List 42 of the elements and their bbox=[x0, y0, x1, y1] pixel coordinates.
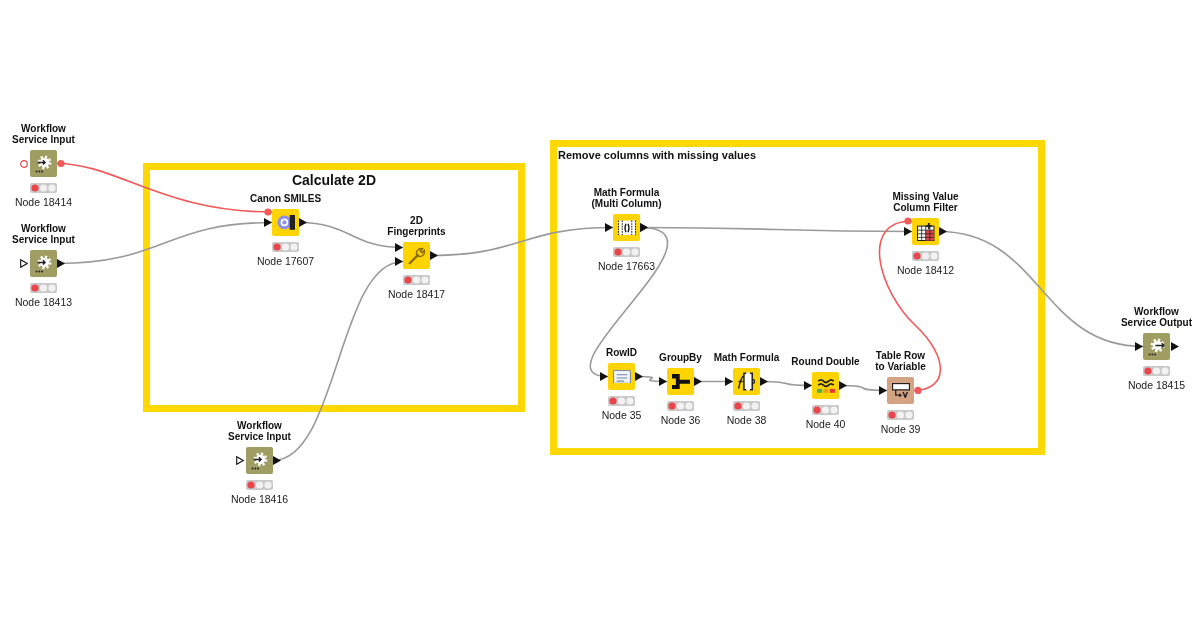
arrow bbox=[56, 218, 273, 268]
node-id-label: Node 18414 bbox=[14, 196, 73, 208]
annotation-frame bbox=[143, 163, 525, 412]
node-id-label: Node 18415 bbox=[1127, 379, 1186, 391]
group-title: Remove columns with missing values bbox=[558, 149, 757, 162]
node-id-label: Node 18416 bbox=[230, 493, 289, 505]
arrow bbox=[589, 223, 668, 380]
node-title: Math Formula (Multi Column) bbox=[590, 187, 663, 209]
node-title: Missing Value Column Filter bbox=[891, 191, 960, 213]
arrow bbox=[759, 377, 813, 390]
arrow bbox=[838, 381, 888, 395]
node-title: Math Formula bbox=[713, 352, 780, 363]
node-id-label: Node 18413 bbox=[14, 296, 73, 308]
arrow bbox=[429, 223, 614, 260]
arrow bbox=[938, 227, 1144, 351]
annotation-frame bbox=[550, 140, 1045, 455]
node-title: Workflow Service Input bbox=[11, 223, 76, 245]
node-title: Workflow Service Input bbox=[227, 420, 292, 442]
node-title: Canon SMILES bbox=[249, 193, 322, 204]
node-id-label: Node 17607 bbox=[256, 255, 315, 267]
node-title: Workflow Service Output bbox=[1119, 306, 1194, 328]
arrow bbox=[271, 259, 404, 465]
node-id-label: Node 17663 bbox=[597, 260, 656, 272]
arrow bbox=[693, 377, 734, 386]
node-title: RowID bbox=[605, 347, 638, 358]
node-id-label: Node 40 bbox=[805, 418, 846, 430]
arrow bbox=[298, 218, 404, 252]
node-id-label: Node 38 bbox=[726, 414, 767, 426]
node-title: 2D Fingerprints bbox=[386, 215, 447, 237]
connector-line bbox=[878, 217, 942, 394]
node-title: GroupBy bbox=[659, 352, 702, 363]
node-id-label: Node 35 bbox=[601, 409, 642, 421]
connector-line bbox=[56, 160, 273, 216]
node-title: Table Row to Variable bbox=[874, 350, 927, 372]
node-id-label: Node 39 bbox=[880, 423, 921, 435]
node-id-label: Node 18412 bbox=[896, 264, 955, 276]
node-id-label: Node 36 bbox=[660, 414, 701, 426]
arrow bbox=[634, 372, 668, 386]
node-title: Workflow Service Input bbox=[11, 123, 76, 145]
node-title: Round Double bbox=[791, 356, 860, 367]
node-id-label: Node 18417 bbox=[387, 288, 446, 300]
group-title: Calculate 2D bbox=[291, 172, 376, 188]
